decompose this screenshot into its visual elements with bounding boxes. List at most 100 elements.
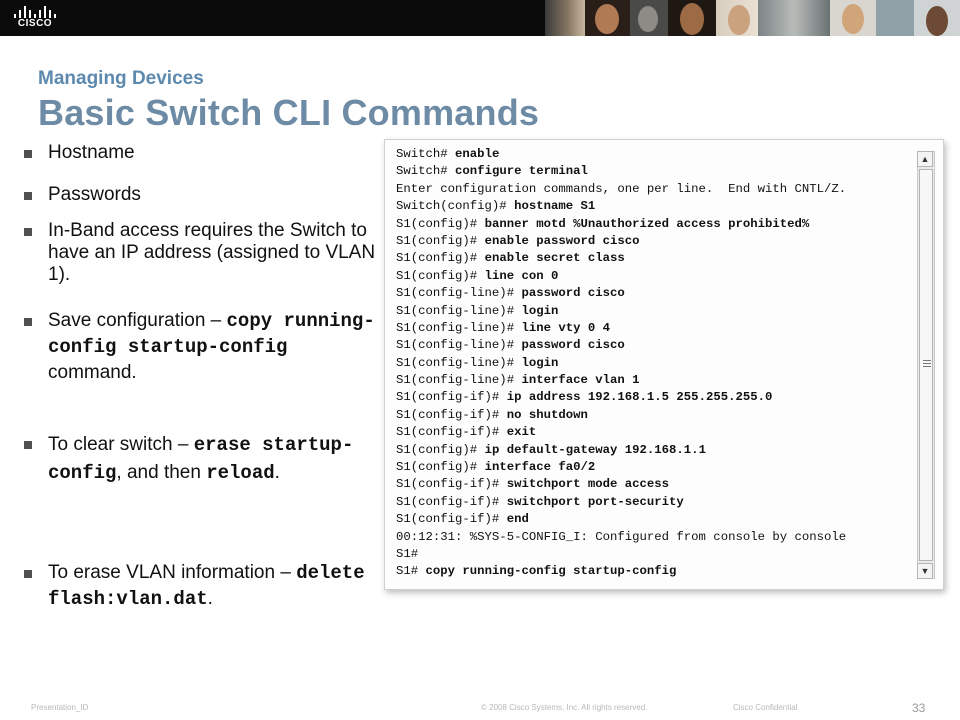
bullet-square-icon — [24, 570, 32, 578]
terminal-prompt: S1(config-line)# — [396, 303, 522, 318]
bullet-plain-text: Save configuration – — [48, 310, 227, 331]
bullet-code-text: erase startup-config — [48, 434, 354, 484]
scroll-up-arrow-icon[interactable]: ▲ — [917, 151, 933, 167]
terminal-prompt: S1(config-if)# — [396, 512, 507, 527]
terminal-prompt: S1(config)# — [396, 251, 485, 266]
terminal-prompt: Switch(config)# — [396, 199, 515, 214]
terminal-line: S1(config-line)# interface vlan 1 — [396, 372, 918, 389]
bullet-square-icon — [24, 192, 32, 200]
terminal-command: end — [506, 512, 529, 527]
cisco-logo-bars-icon — [12, 6, 56, 18]
terminal-prompt: S1(config)# — [396, 442, 485, 457]
page-number: 33 — [912, 701, 926, 715]
bullet-code-text: reload — [206, 462, 275, 484]
bullet-square-icon — [24, 228, 32, 236]
bullet-plain-text: To clear switch – — [48, 434, 194, 455]
terminal-line: 00:12:31: %SYS-5-CONFIG_I: Configured fr… — [396, 529, 918, 546]
bullet-plain-text: In-Band access requires the Switch to ha… — [48, 220, 376, 285]
terminal-line: S1(config)# ip default-gateway 192.168.1… — [396, 442, 918, 459]
scroll-down-arrow-icon[interactable]: ▼ — [917, 563, 933, 579]
scroll-thumb[interactable] — [919, 169, 933, 561]
terminal-line: S1(config)# line con 0 — [396, 268, 918, 285]
footer-confidential: Cisco Confidential — [733, 703, 798, 712]
terminal-command: hostname S1 — [514, 199, 596, 214]
bullet-plain-text: . — [274, 462, 280, 483]
bullet-plain-text: command. — [48, 362, 137, 383]
terminal-line: S1(config-line)# password cisco — [396, 337, 918, 354]
terminal-command: ip address 192.168.1.5 255.255.255.0 — [506, 390, 773, 405]
terminal-prompt: S1(config-if)# — [396, 390, 507, 405]
terminal-line: S1(config)# banner motd %Unauthorized ac… — [396, 216, 918, 233]
terminal-line: S1(config-line)# login — [396, 355, 918, 372]
scroll-grip-icon — [923, 360, 931, 368]
terminal-prompt: Enter configuration commands, one per li… — [396, 181, 847, 196]
bullet-square-icon — [24, 318, 32, 326]
terminal-prompt: S1(config-if)# — [396, 425, 507, 440]
terminal-command: enable secret class — [484, 251, 625, 266]
terminal-command: copy running-config startup-config — [425, 564, 677, 579]
terminal-prompt: S1(config-line)# — [396, 355, 522, 370]
banner-photo — [716, 0, 758, 36]
terminal-line: S1(config-if)# ip address 192.168.1.5 25… — [396, 389, 918, 406]
terminal-line: S1(config)# interface fa0/2 — [396, 459, 918, 476]
terminal-line: S1(config-if)# end — [396, 511, 918, 528]
footer-presentation-id: Presentation_ID — [31, 703, 89, 712]
bullet-plain-text: . — [207, 588, 213, 609]
banner-photo — [668, 0, 716, 36]
terminal-line: S1(config)# enable password cisco — [396, 233, 918, 250]
terminal-prompt: S1(config)# — [396, 268, 485, 283]
cisco-logo: CISCO — [10, 4, 60, 32]
banner-photo — [545, 0, 585, 36]
terminal-line: Switch# configure terminal — [396, 163, 918, 180]
terminal-line: S1(config)# enable secret class — [396, 250, 918, 267]
terminal-line: Enter configuration commands, one per li… — [396, 181, 918, 198]
terminal-prompt: S1(config-line)# — [396, 286, 522, 301]
terminal-prompt: S1# — [396, 564, 426, 579]
bullet-plain-text: , and then — [116, 462, 207, 483]
bullet-text: Hostname — [48, 142, 378, 164]
bullet-plain-text: Passwords — [48, 184, 141, 205]
terminal-line: S1(config-if)# switchport mode access — [396, 476, 918, 493]
banner-photo — [876, 0, 914, 36]
banner-photo — [585, 0, 630, 36]
terminal-prompt: S1# — [396, 546, 419, 561]
terminal-line: S1# — [396, 546, 918, 563]
terminal-command: interface vlan 1 — [521, 373, 640, 388]
terminal-command: interface fa0/2 — [484, 460, 596, 475]
terminal-command: exit — [506, 425, 537, 440]
cisco-logo-text: CISCO — [17, 18, 53, 29]
terminal-command: line con 0 — [484, 268, 559, 283]
bullet-square-icon — [24, 441, 32, 449]
terminal-command: password cisco — [521, 338, 625, 353]
terminal-scrollbar[interactable]: ▲ ▼ — [917, 151, 935, 579]
terminal-command: line vty 0 4 — [521, 320, 611, 335]
bullet-text: Save configuration – copy running-config… — [48, 308, 378, 386]
terminal-command: switchport port-security — [506, 494, 684, 509]
terminal-prompt: S1(config-line)# — [396, 373, 522, 388]
bullet-plain-text: To erase VLAN information – — [48, 562, 297, 583]
terminal-line: S1# copy running-config startup-config — [396, 563, 918, 580]
terminal-prompt: S1(config-line)# — [396, 338, 522, 353]
terminal-prompt: Switch# — [396, 147, 456, 161]
terminal-prompt: S1(config-if)# — [396, 477, 507, 492]
bullet-text: To clear switch – erase startup-config, … — [48, 431, 378, 487]
terminal-command: switchport mode access — [506, 477, 670, 492]
terminal-prompt: S1(config)# — [396, 216, 485, 231]
banner-photo — [758, 0, 830, 36]
banner-photo — [630, 0, 668, 36]
terminal-command: login — [521, 303, 559, 318]
terminal-line: S1(config-if)# no shutdown — [396, 407, 918, 424]
terminal-prompt: S1(config)# — [396, 460, 485, 475]
slide-title: Basic Switch CLI Commands — [38, 92, 540, 133]
terminal-command: configure terminal — [455, 164, 588, 179]
terminal-command: no shutdown — [506, 407, 588, 422]
terminal-command: login — [521, 355, 559, 370]
terminal-line: S1(config-line)# login — [396, 303, 918, 320]
terminal-line: Switch(config)# hostname S1 — [396, 198, 918, 215]
bullet-plain-text: Hostname — [48, 142, 135, 163]
bullet-text: Passwords — [48, 184, 378, 206]
terminal-line: S1(config-line)# password cisco — [396, 285, 918, 302]
terminal-line: Switch# enable — [396, 146, 918, 163]
